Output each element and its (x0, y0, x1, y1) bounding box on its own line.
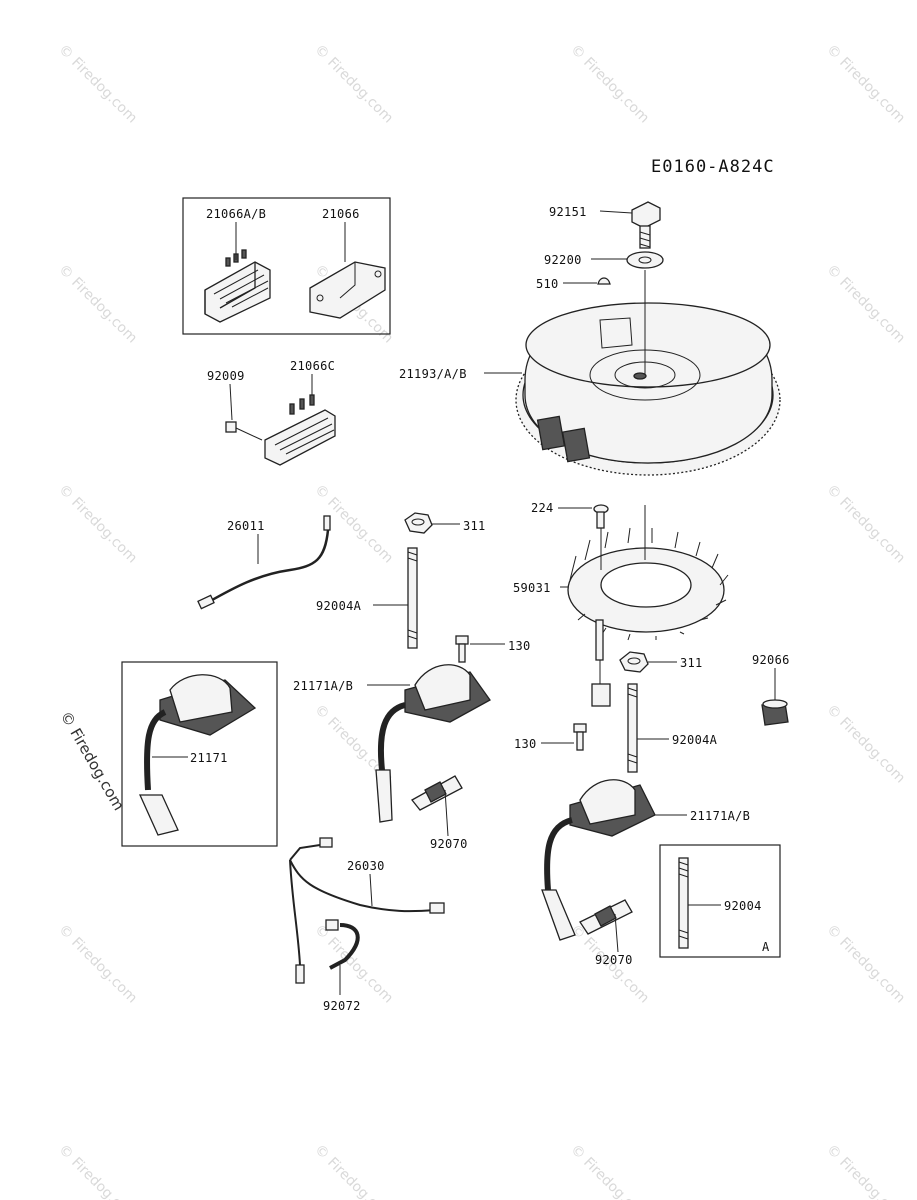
label-92004: 92004 (724, 899, 762, 913)
ignition-coil-21171ab-right (541, 779, 656, 941)
ignition-coil-21171ab-left (375, 664, 491, 823)
coil-inset-box (121, 661, 278, 847)
label-21171ab-right: 21171A/B (690, 809, 750, 823)
harness-26030 (289, 837, 445, 984)
side-watermark: © Firedog.com (57, 708, 128, 814)
label-21066c: 21066C (290, 359, 335, 373)
watermark: © Firedog.com (55, 922, 140, 1007)
washer-92200 (626, 251, 664, 269)
label-130-left: 130 (508, 639, 531, 653)
regulator-21066ab (204, 249, 271, 323)
lead-wire-26011 (197, 515, 331, 610)
label-21193: 21193/A/B (399, 367, 467, 381)
label-21066: 21066 (322, 207, 360, 221)
stud-92004 (678, 857, 689, 949)
watermark: © Firedog.com (311, 1142, 396, 1200)
label-510: 510 (536, 277, 559, 291)
key-510 (597, 277, 611, 285)
label-21171: 21171 (190, 751, 228, 765)
bolt-130-left (455, 635, 469, 663)
watermark: © Firedog.com (823, 262, 908, 347)
watermark: © Firedog.com (823, 922, 908, 1007)
label-130-right: 130 (514, 737, 537, 751)
stud-92004a-right (627, 683, 638, 773)
regulator-21066c (264, 394, 336, 466)
watermark: © Firedog.com (567, 42, 652, 127)
watermark: © Firedog.com (567, 1142, 652, 1200)
regulator-inset-box (182, 197, 391, 335)
label-92004a-left: 92004A (316, 599, 362, 613)
nut-311-left (404, 512, 433, 534)
terminal-92072 (325, 919, 360, 970)
stud-inset-box-a (659, 844, 781, 958)
screw-224 (593, 504, 609, 529)
label-92072: 92072 (323, 999, 361, 1013)
ignition-coil-21171 (138, 674, 257, 836)
watermark: © Firedog.com (55, 42, 140, 127)
stator-59031 (567, 527, 729, 707)
label-92009: 92009 (207, 369, 245, 383)
label-224: 224 (531, 501, 554, 515)
watermark: © Firedog.com (55, 482, 140, 567)
watermark: © Firedog.com (55, 262, 140, 347)
watermark: © Firedog.com (823, 42, 908, 127)
bolt-130-right (573, 723, 587, 751)
label-92151: 92151 (549, 205, 587, 219)
label-26030: 26030 (347, 859, 385, 873)
label-92070-right: 92070 (595, 953, 633, 967)
regulator-21066 (309, 261, 386, 319)
stud-92004a-left (407, 547, 418, 649)
spark-plug-92070-left (411, 775, 463, 811)
label-21066ab: 21066A/B (206, 207, 266, 221)
spark-plug-92070-right (579, 899, 633, 935)
label-21171ab-left: 21171A/B (293, 679, 353, 693)
label-59031: 59031 (513, 581, 551, 595)
label-92004a-right: 92004A (672, 733, 718, 747)
label-92070-left: 92070 (430, 837, 468, 851)
grommet-92066 (761, 699, 789, 726)
screw-92009 (225, 421, 263, 441)
label-92200: 92200 (544, 253, 582, 267)
diagram-code: E0160-A824C (651, 157, 775, 177)
label-92066: 92066 (752, 653, 790, 667)
label-311-right: 311 (680, 656, 703, 670)
watermark: © Firedog.com (823, 1142, 908, 1200)
watermark: © Firedog.com (311, 922, 396, 1007)
watermark: © Firedog.com (55, 1142, 140, 1200)
inset-label-a: A (762, 940, 770, 954)
watermark: © Firedog.com (823, 702, 908, 787)
label-311-left: 311 (463, 519, 486, 533)
watermark: © Firedog.com (823, 482, 908, 567)
watermark: © Firedog.com (311, 42, 396, 127)
label-26011: 26011 (227, 519, 265, 533)
bolt-92151 (631, 201, 661, 249)
flywheel-21193 (515, 302, 781, 476)
nut-311-right (619, 651, 649, 673)
